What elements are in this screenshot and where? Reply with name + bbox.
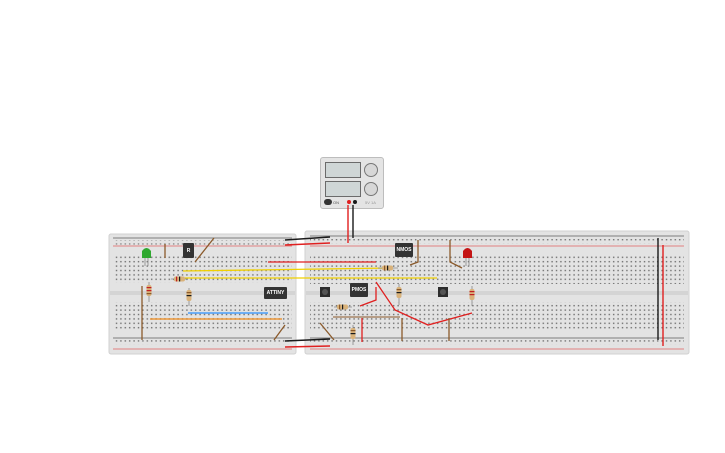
mosfet-nmos[interactable]: NMOS	[395, 243, 413, 257]
resistor-r7	[350, 325, 356, 345]
current-display	[325, 181, 361, 197]
nmos-label: NMOS	[396, 247, 412, 253]
rating-label: 5V 1A	[365, 200, 376, 205]
pmos-label: PMOS	[351, 287, 367, 293]
resistor-r4	[378, 265, 398, 271]
power-supply[interactable]: ON 5V 1A	[320, 157, 384, 209]
voltage-knob[interactable]	[364, 163, 378, 177]
pushbutton-left[interactable]	[320, 287, 330, 297]
regulator-label: R	[186, 247, 191, 254]
current-knob[interactable]	[364, 182, 378, 196]
attiny-chip[interactable]: ATTINY	[264, 287, 287, 299]
positive-terminal[interactable]	[347, 200, 351, 204]
negative-terminal[interactable]	[353, 200, 357, 204]
resistor-r6	[334, 304, 352, 310]
breadboard-right[interactable]	[304, 230, 690, 355]
wires[interactable]	[141, 205, 664, 348]
led-green[interactable]	[142, 248, 151, 266]
power-label: ON	[333, 200, 339, 205]
pushbutton-right[interactable]	[438, 287, 448, 297]
regulator-chip[interactable]: R	[183, 243, 194, 258]
resistor-r5	[396, 284, 402, 305]
resistors[interactable]	[146, 265, 475, 346]
resistor-r2	[171, 276, 188, 282]
mosfet-pmos[interactable]: PMOS	[350, 283, 368, 297]
voltage-display	[325, 162, 361, 178]
attiny-label: ATTINY	[266, 290, 285, 296]
led-red[interactable]	[463, 248, 472, 266]
resistor-r8	[469, 286, 475, 306]
power-switch[interactable]	[324, 199, 332, 205]
resistor-r3	[186, 288, 192, 306]
resistor-r1	[146, 282, 152, 302]
